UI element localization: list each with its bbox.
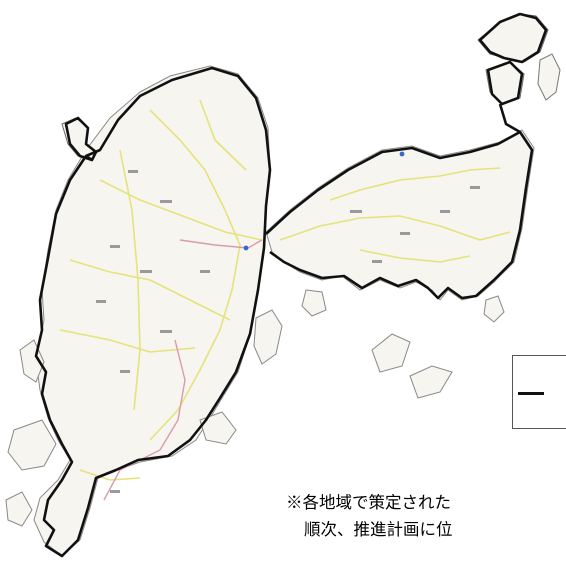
footnote-line-1: ※各地域で策定された (286, 493, 451, 512)
footnote: ※各地域で策定された 順次、推進計画に位 (286, 489, 453, 543)
blue-marker-east (399, 151, 405, 157)
planning-area-boundary (34, 12, 548, 558)
s-islet-3 (253, 309, 283, 365)
s-islet-4 (301, 289, 327, 317)
ne-islet-3 (537, 53, 561, 101)
s-islet-2 (409, 365, 453, 399)
route-lines (103, 239, 263, 501)
s-islet-1 (371, 333, 411, 373)
s-islet-6 (199, 411, 237, 445)
legend-boundary-line (518, 392, 544, 395)
east-island-land (265, 129, 535, 301)
place-markers (96, 170, 480, 493)
w-islet-3 (5, 491, 33, 527)
w-islet-2 (7, 419, 57, 471)
road-network (59, 99, 511, 481)
s-islet-5 (483, 295, 505, 323)
blue-marker-west (243, 245, 249, 251)
footnote-line-2: 順次、推進計画に位 (304, 520, 453, 539)
